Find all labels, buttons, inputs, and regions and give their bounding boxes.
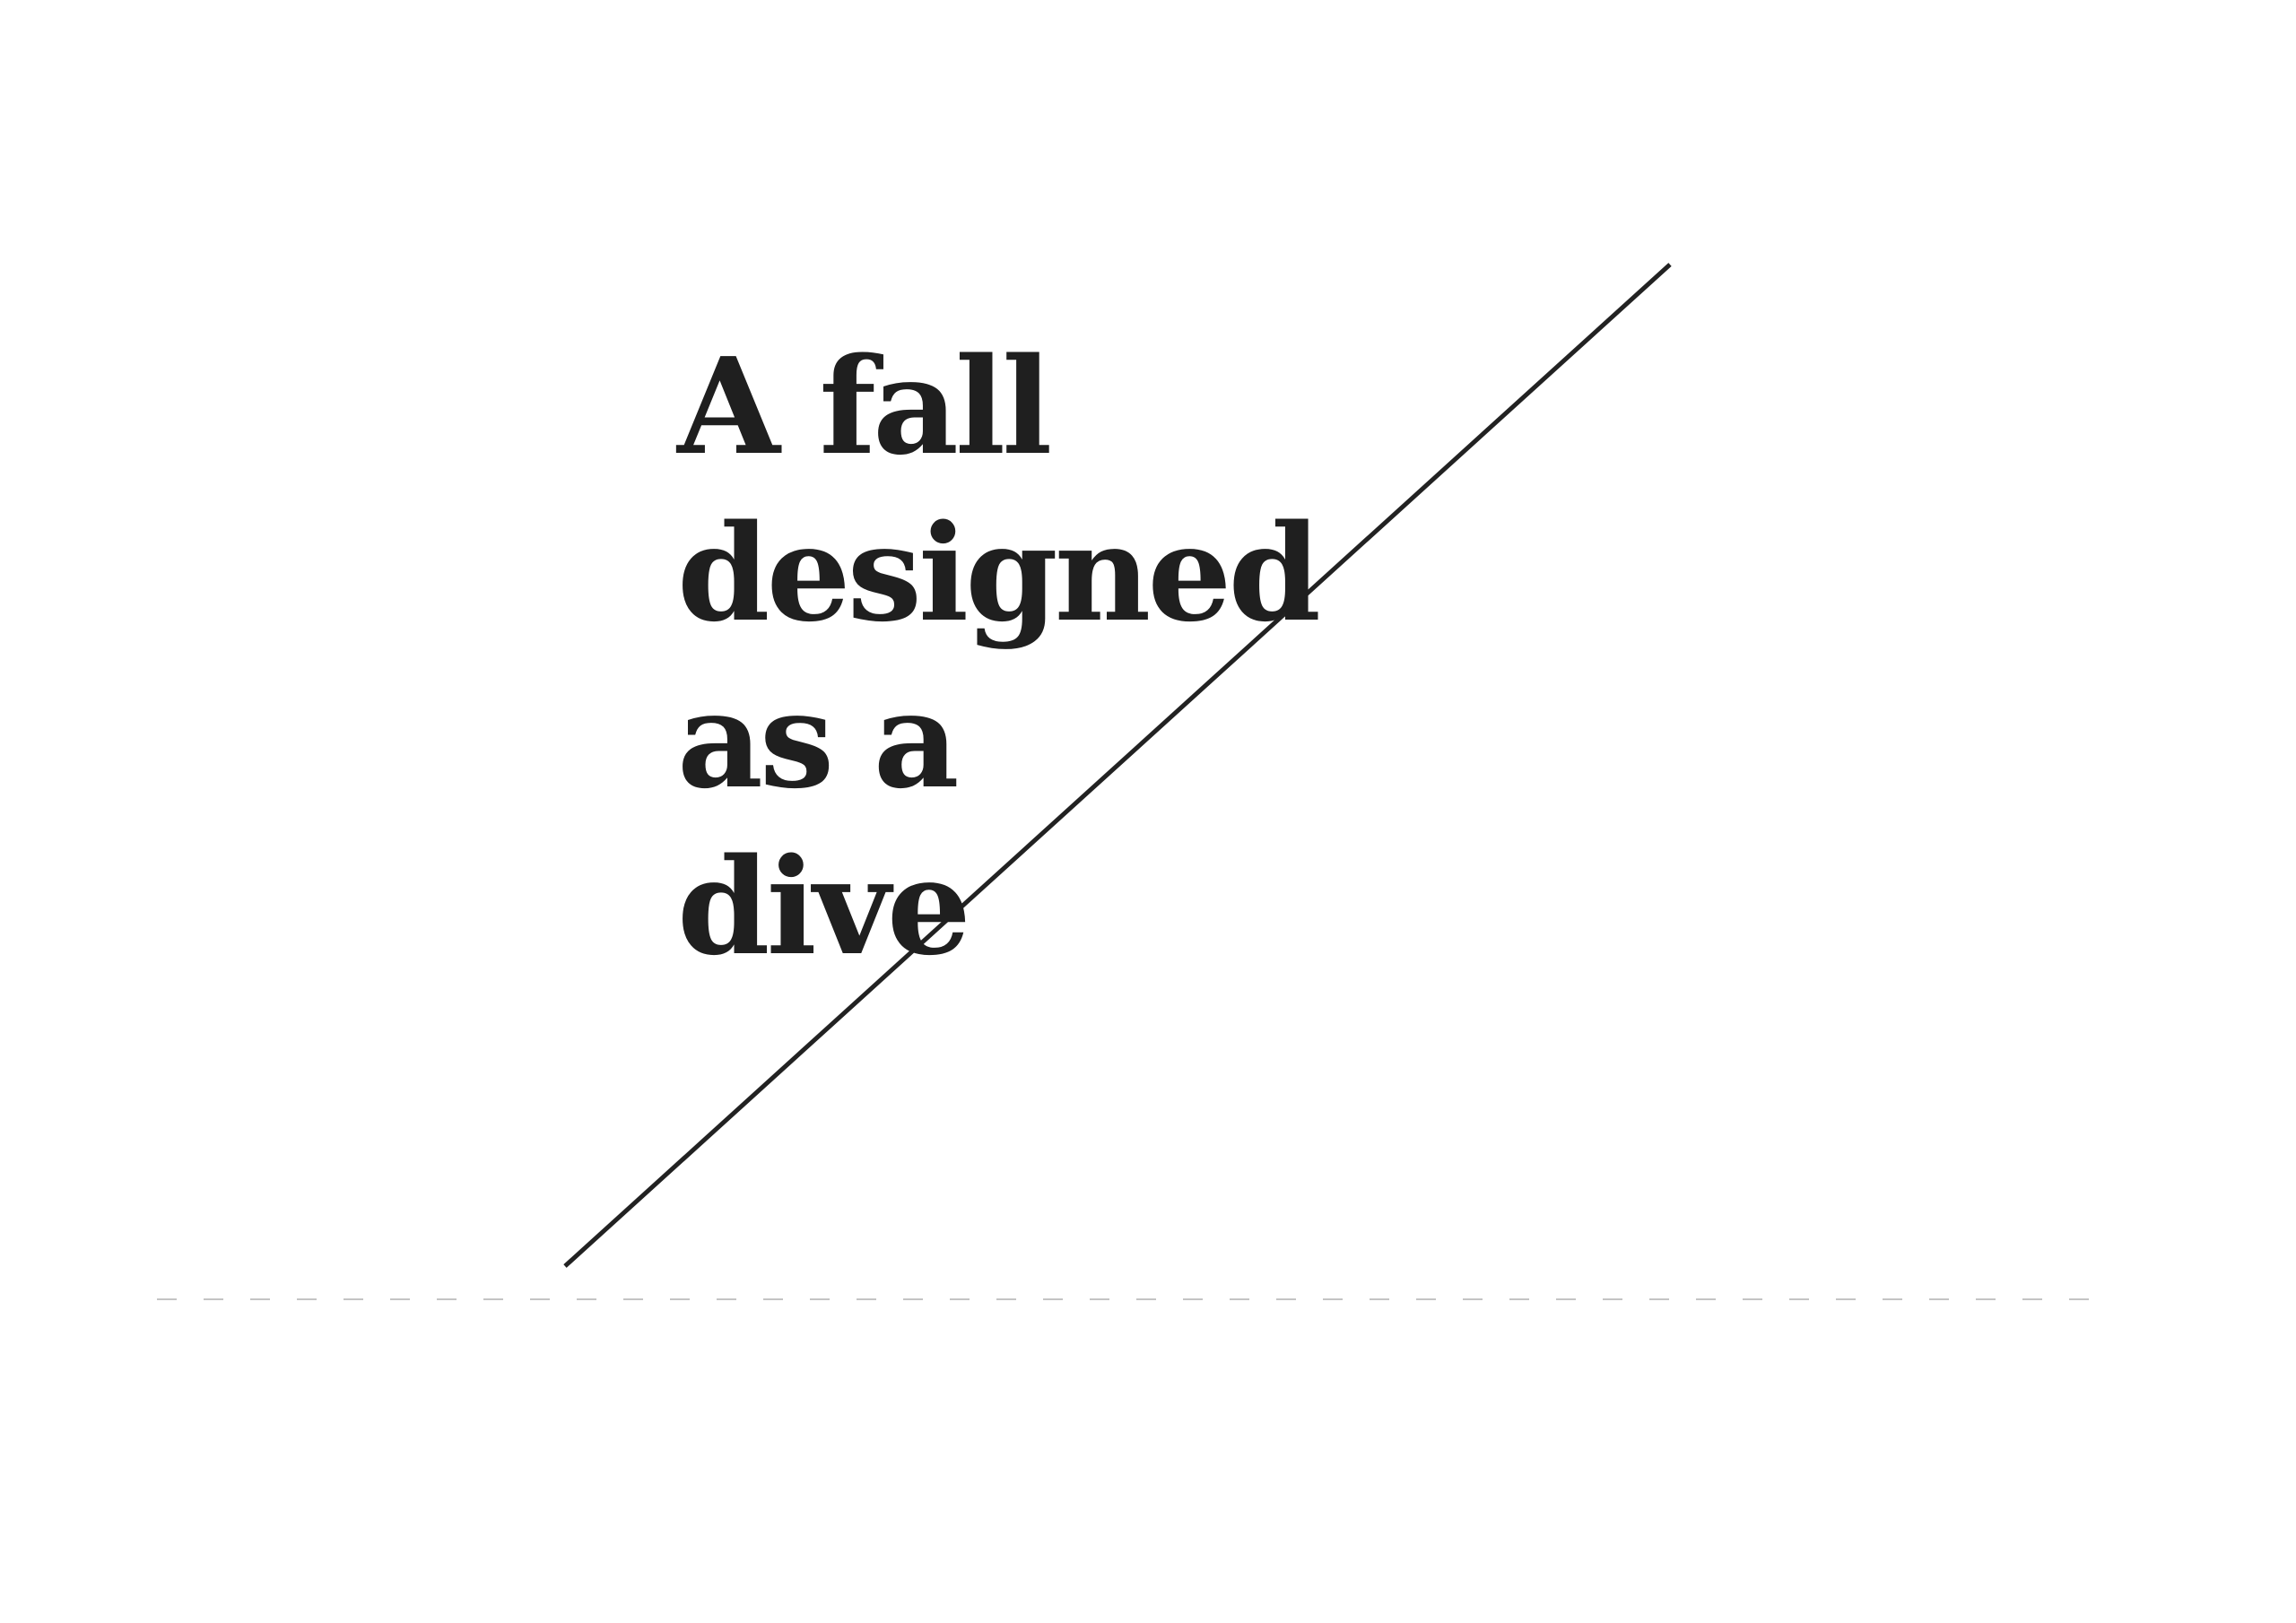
headline-line-4: dive <box>677 829 971 985</box>
headline: A fall designed as a dive <box>677 323 1321 990</box>
headline-line-1: A fall <box>677 328 1052 484</box>
diagonal-line <box>563 263 1672 1268</box>
headline-line-2: designed <box>677 495 1321 651</box>
headline-line-3: as a <box>677 662 960 818</box>
